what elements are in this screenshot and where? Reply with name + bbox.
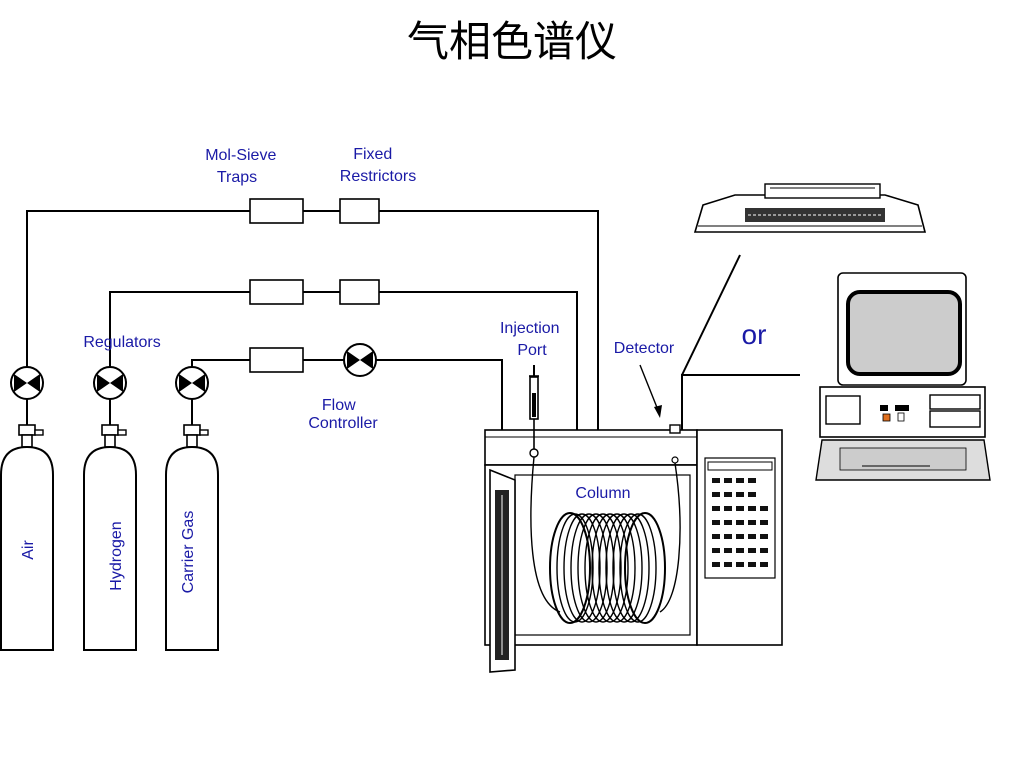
cylinder-carrier-gas bbox=[165, 399, 219, 651]
cylinder-air bbox=[0, 399, 54, 651]
cylinder-label-hydrogen: Hydrogen bbox=[108, 521, 125, 590]
label-or: or bbox=[742, 319, 767, 350]
regulator-valve-hydrogen bbox=[93, 366, 127, 400]
regulator-valve-carrier bbox=[175, 366, 209, 400]
label-regulators: Regulators bbox=[83, 334, 160, 351]
gc-instrument bbox=[484, 365, 783, 673]
label-detector: Detector bbox=[614, 340, 675, 357]
keypad bbox=[712, 478, 768, 567]
fixed-restrictors bbox=[339, 198, 380, 305]
label-mol-sieve-traps: Mol-Sieve Traps bbox=[205, 147, 281, 186]
flow-controller-valve bbox=[343, 343, 377, 377]
cylinder-label-carrier-gas: Carrier Gas bbox=[180, 511, 197, 594]
air-trap bbox=[249, 198, 304, 224]
hydrogen-trap bbox=[249, 279, 304, 305]
detector-arrow bbox=[639, 364, 662, 418]
hydrogen-restrictor bbox=[339, 279, 380, 305]
syringe bbox=[529, 365, 539, 458]
mol-sieve-traps bbox=[249, 198, 304, 373]
column-coil bbox=[530, 456, 681, 624]
cylinder-label-air: Air bbox=[20, 540, 37, 560]
carrier-trap bbox=[249, 347, 304, 373]
cylinder-hydrogen bbox=[83, 399, 137, 651]
computer bbox=[815, 272, 991, 481]
printer-terminal bbox=[693, 183, 927, 233]
label-fixed-restrictors: Fixed Restrictors bbox=[340, 146, 416, 185]
regulator-valve-air bbox=[10, 366, 44, 400]
label-column: Column bbox=[575, 485, 630, 502]
air-restrictor bbox=[339, 198, 380, 224]
label-flow-controller: Flow Controller bbox=[308, 397, 378, 432]
label-injection-port: Injection Port bbox=[500, 320, 564, 359]
page-title: 气相色谱仪 bbox=[406, 17, 617, 66]
